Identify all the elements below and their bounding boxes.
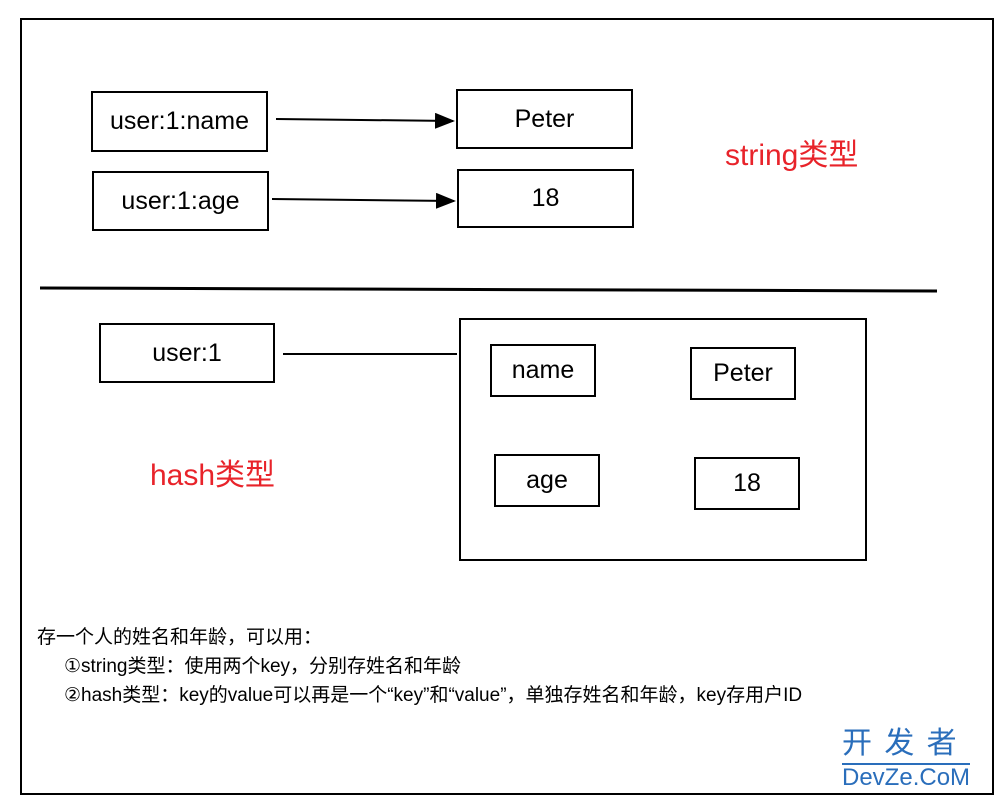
watermark-logo-top: 开 发 者 [842, 727, 959, 760]
note-item-1: ①string类型：使用两个key，分别存姓名和年龄 [64, 656, 462, 677]
field-value-18: 18 [694, 457, 800, 510]
watermark-logo-bottom: DevZe.CoM [842, 763, 971, 791]
key-user-1-name: user:1:name [91, 91, 268, 152]
hash-key-user-1: user:1 [99, 323, 275, 383]
value-peter: Peter [456, 89, 633, 149]
diagram-frame [20, 18, 994, 795]
value-18: 18 [457, 169, 634, 228]
string-type-label: string类型 [725, 139, 859, 172]
field-name: name [490, 344, 596, 397]
field-age: age [494, 454, 600, 507]
note-item-2: ②hash类型：key的value可以再是一个“key”和“value”，单独存… [64, 685, 803, 706]
arrow-age [271, 192, 456, 209]
key-user-1-age: user:1:age [92, 171, 269, 231]
note-intro: 存一个人的姓名和年龄，可以用： [37, 627, 323, 648]
hash-type-label: hash类型 [150, 459, 276, 492]
field-value-peter: Peter [690, 347, 796, 400]
arrow-name [275, 112, 455, 129]
divider [39, 286, 938, 293]
